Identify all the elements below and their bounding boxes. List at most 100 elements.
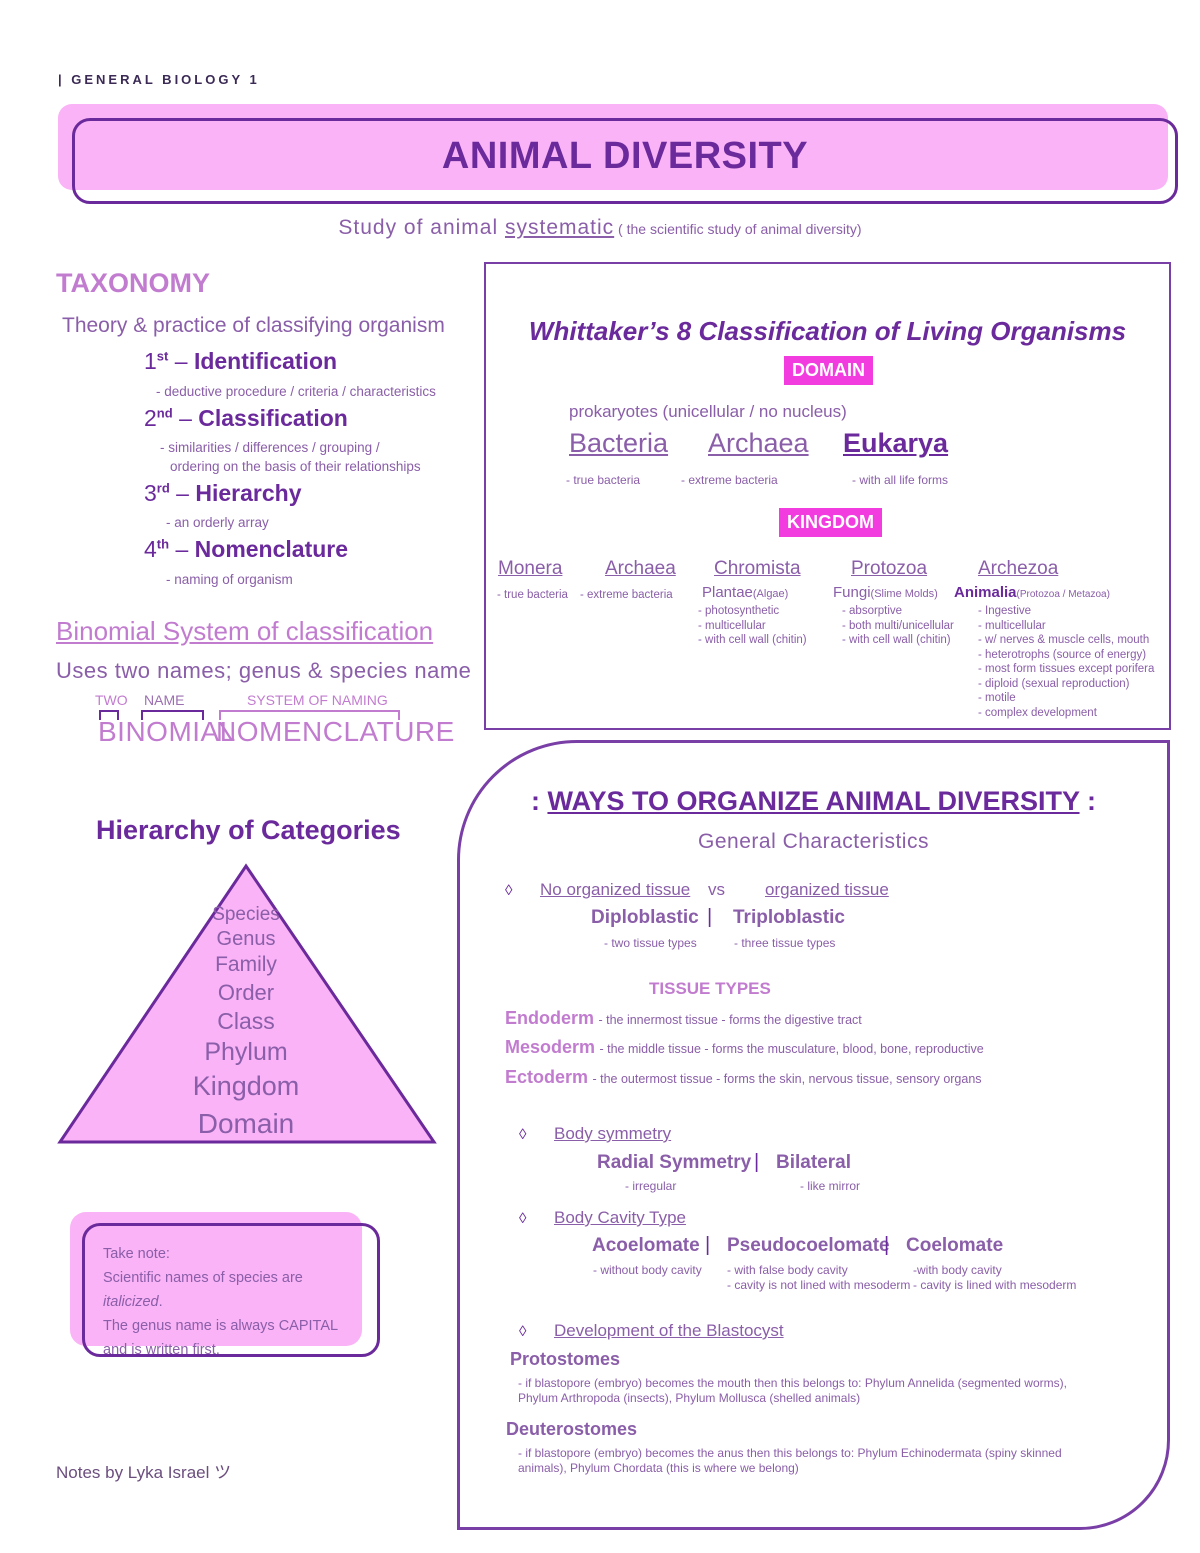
category-body-symmetry: Body symmetry (554, 1124, 672, 1143)
header-label: | GENERAL BIOLOGY 1 (58, 72, 260, 87)
domain-note: - true bacteria (566, 473, 641, 487)
tissue-ectoderm: Ectoderm - the outermost tissue - forms … (505, 1067, 982, 1087)
note-background (70, 1212, 362, 1346)
step-suffix: rd (156, 480, 170, 496)
bilateral-note: - like mirror (800, 1179, 860, 1193)
ways-title: : WAYS TO ORGANIZE ANIMAL DIVERSITY : (530, 786, 1097, 816)
hierarchy-pyramid (57, 863, 437, 1144)
separator: | (884, 1234, 890, 1256)
ways-box (457, 740, 1170, 1530)
prokaryotes-label: prokaryotes (unicellular / no nucleus) (569, 402, 847, 421)
kingdom-protozoa: Protozoa (851, 558, 928, 579)
step-suffix: th (156, 536, 170, 552)
page-title: ANIMAL DIVERSITY (441, 135, 809, 177)
acoelomate-note: - without body cavity (593, 1263, 702, 1277)
hierarchy-level-species: Species (212, 904, 280, 925)
step-suffix: nd (156, 405, 173, 421)
page-subtitle: Study of animal systematic ( the scienti… (0, 216, 1200, 240)
triploblastic-label: Triploblastic (733, 907, 845, 928)
coelomate-notes: -with body cavity - cavity is lined with… (913, 1263, 1077, 1292)
diamond-bullet-icon: ◊ (519, 1126, 527, 1143)
binomial-heading: Binomial System of classification (56, 616, 434, 646)
ways-subtitle: General Characteristics (698, 830, 929, 853)
category-blastocyst: Development of the Blastocyst (554, 1321, 784, 1340)
step-number: 1 (144, 348, 157, 374)
label-name: NAME (144, 692, 185, 708)
tissue-types-label: TISSUE TYPES (649, 979, 771, 998)
domain-eukarya: Eukarya (843, 428, 949, 458)
whittaker-box (484, 262, 1171, 730)
subtitle-term: systematic (504, 216, 615, 239)
kingdom-notes: - photosynthetic - multicellular - with … (698, 605, 807, 646)
pseudocoelomate-label: Pseudocoelomate (727, 1235, 890, 1256)
domain-badge: DOMAIN (784, 356, 873, 385)
vs-label: vs (708, 880, 725, 899)
subtitle-lead: Study of animal (338, 216, 505, 239)
domain-bacteria: Bacteria (569, 428, 669, 458)
radial-note: - irregular (625, 1179, 677, 1193)
step-label: Nomenclature (194, 536, 349, 562)
hierarchy-level-order: Order (217, 980, 275, 1005)
binomial-definition: Uses two names; genus & species name (56, 658, 472, 683)
note-italic: italicized (103, 1294, 159, 1310)
diamond-bullet-icon: ◊ (519, 1210, 527, 1227)
kingdom-archezoa: Archezoa (978, 558, 1059, 579)
step-note: - naming of organism (166, 572, 293, 587)
taxonomy-definition: Theory & practice of classifying organis… (62, 314, 445, 337)
kingdom-notes: - absorptive - both multi/unicellular - … (842, 605, 954, 646)
domain-note: - extreme bacteria (681, 473, 778, 487)
diploblastic-note: - two tissue types (604, 936, 697, 950)
step-nomenclature: 4th – Nomenclature (144, 536, 348, 563)
kingdom-sub-fungi: Fungi(Slime Molds) (833, 584, 938, 601)
diploblastic-label: Diploblastic (591, 907, 699, 928)
label-system-of-naming: SYSTEM OF NAMING (247, 692, 388, 708)
note-frame (82, 1223, 380, 1357)
hierarchy-level-phylum: Phylum (204, 1038, 288, 1066)
subtitle-paren: ( the scientific study of animal diversi… (614, 221, 862, 237)
step-identification: 1st – Identification (144, 348, 337, 375)
step-number: 3 (144, 480, 157, 506)
step-dash: – (169, 480, 196, 506)
take-note: Take note: Scientific names of species a… (103, 1242, 365, 1362)
kingdom-sub-animalia: Animalia(Protozoa / Metazoa) (954, 584, 1110, 601)
step-note: - deductive procedure / criteria / chara… (156, 384, 436, 399)
label-two: TWO (95, 692, 128, 708)
separator: | (707, 906, 713, 928)
separator: | (705, 1234, 711, 1256)
hierarchy-level-domain: Domain (197, 1108, 295, 1139)
deuterostomes-label: Deuterostomes (506, 1419, 638, 1439)
deuterostomes-description: - if blastopore (embryo) becomes the anu… (518, 1446, 1062, 1475)
kingdom-note: - extreme bacteria (580, 589, 673, 601)
step-classification: 2nd – Classification (144, 405, 348, 432)
step-dash: – (172, 405, 199, 431)
hierarchy-level-genus: Genus (216, 928, 276, 950)
kingdom-note: - true bacteria (497, 589, 568, 601)
hierarchy-title: Hierarchy of Categories (96, 815, 401, 845)
step-dash: – (168, 348, 194, 374)
note-line: Scientific names of species are italiciz… (103, 1266, 365, 1314)
kingdom-chromista: Chromista (714, 558, 801, 579)
whittaker-title: Whittaker’s 8 Classification of Living O… (528, 316, 1127, 346)
category-no-organized-tissue: No organized tissue (540, 880, 691, 899)
step-suffix: st (156, 348, 169, 364)
kingdom-monera: Monera (498, 558, 563, 579)
step-label: Hierarchy (195, 480, 302, 506)
hierarchy-level-family: Family (215, 953, 277, 976)
protostomes-description: - if blastopore (embryo) becomes the mou… (518, 1376, 1067, 1405)
kingdom-badge: KINGDOM (779, 508, 882, 537)
pseudocoelomate-notes: - with false body cavity - cavity is not… (727, 1263, 911, 1292)
category-body-cavity: Body Cavity Type (554, 1208, 686, 1227)
step-number: 2 (144, 405, 157, 431)
step-hierarchy: 3rd – Hierarchy (144, 480, 302, 507)
step-number: 4 (144, 536, 157, 562)
hierarchy-level-class: Class (217, 1008, 275, 1034)
diamond-bullet-icon: ◊ (519, 1323, 527, 1340)
step-label: Identification (193, 348, 338, 374)
credit-text: Notes by Lyka Israel ツ (56, 1463, 232, 1482)
step-label: Classification (198, 405, 348, 431)
hierarchy-level-kingdom: Kingdom (192, 1071, 300, 1101)
step-note: - an orderly array (166, 515, 269, 530)
step-note: - similarities / differences / grouping … (160, 440, 380, 455)
tissue-mesoderm: Mesoderm - the middle tissue - forms the… (505, 1037, 984, 1057)
coelomate-label: Coelomate (906, 1235, 1004, 1256)
